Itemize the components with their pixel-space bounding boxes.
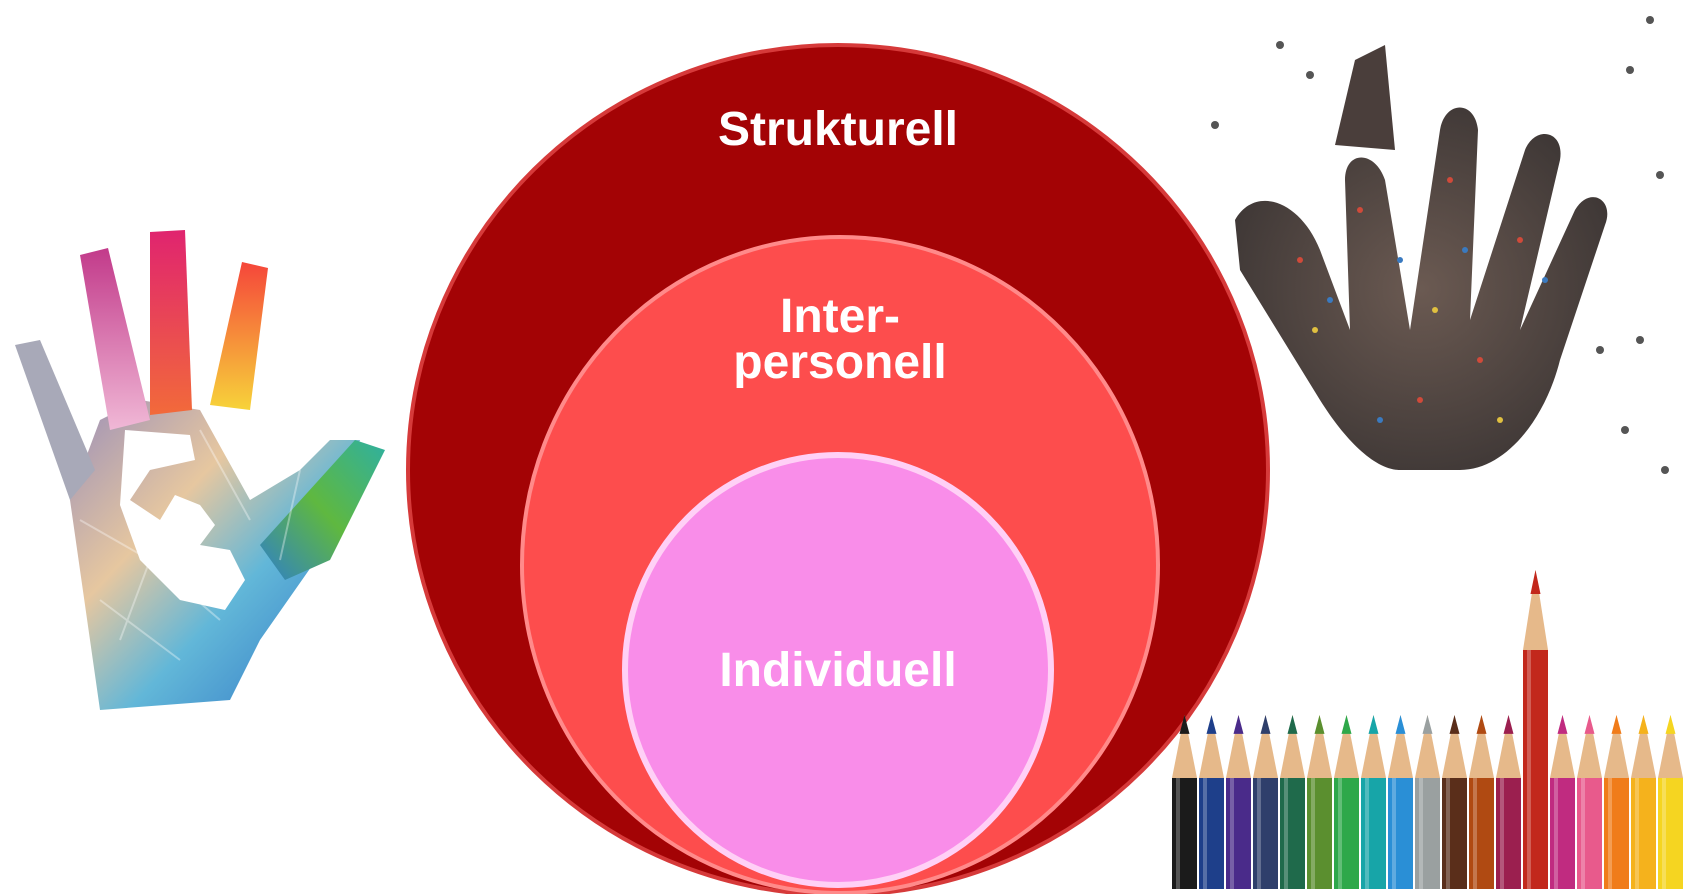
pencil [1307, 715, 1332, 889]
pencil [1523, 570, 1548, 889]
pencil [1577, 715, 1602, 889]
pencil [1361, 715, 1386, 889]
pencil [1199, 715, 1224, 889]
label-inter: Inter- [780, 290, 900, 343]
pencil [1604, 715, 1629, 889]
pencil [1415, 715, 1440, 889]
pencil [1226, 715, 1251, 889]
pencil [1469, 715, 1494, 889]
pencil [1442, 715, 1467, 889]
colored-pencils-photo [1172, 570, 1683, 889]
crowd-hand-photo [1211, 16, 1669, 474]
label-strukturell: Strukturell [718, 103, 958, 156]
pencil [1550, 715, 1575, 889]
pencil [1658, 715, 1683, 889]
label-personell: personell [733, 336, 946, 389]
pencil [1172, 715, 1197, 889]
pencil [1253, 715, 1278, 889]
polygon-hands-icon [15, 230, 385, 710]
pencil [1388, 715, 1413, 889]
nested-circles-diagram: Strukturell Inter- personell Individuell [406, 43, 1270, 894]
pencil [1496, 715, 1521, 889]
inner-circle-individuell [622, 452, 1054, 888]
pencil [1334, 715, 1359, 889]
label-individuell: Individuell [719, 644, 956, 697]
pencil [1631, 715, 1656, 889]
pencil [1280, 715, 1305, 889]
